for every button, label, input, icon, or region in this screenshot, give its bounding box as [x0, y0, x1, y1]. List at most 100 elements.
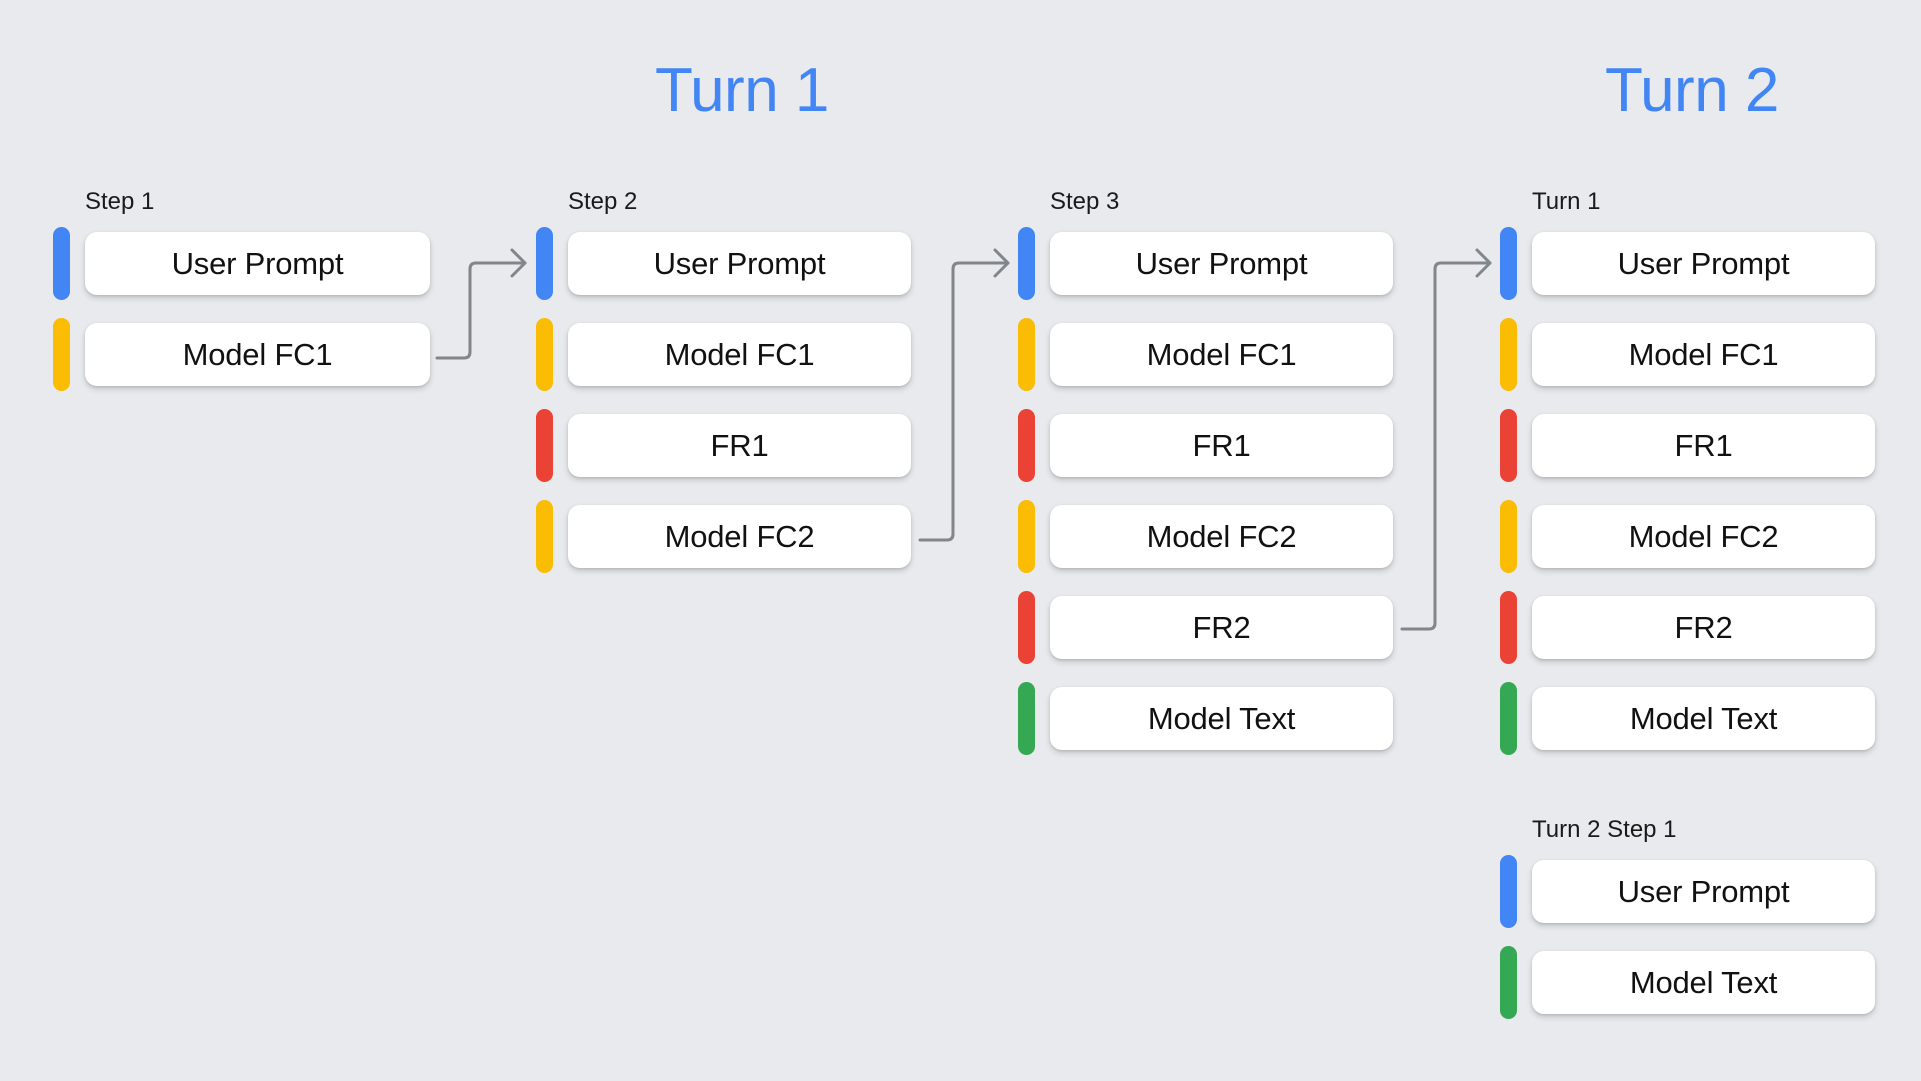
row-user-prompt: User Prompt — [53, 227, 430, 300]
card-model-fc[interactable]: Model FC1 — [1050, 323, 1393, 386]
card-label: FR2 — [1674, 610, 1733, 645]
row-model-fc: Model FC2 — [1018, 500, 1393, 573]
row-model-text: Model Text — [1500, 946, 1875, 1019]
card-label: Model Text — [1629, 701, 1778, 736]
status-bar-user-prompt — [1500, 855, 1517, 928]
card-function-response[interactable]: FR2 — [1532, 596, 1875, 659]
column-caption-step-1: Step 1 — [85, 188, 155, 215]
card-model-fc[interactable]: Model FC2 — [1050, 505, 1393, 568]
connector-step3-to-turn1 — [1400, 248, 1492, 631]
status-bar-function-response — [1018, 409, 1035, 482]
card-model-text[interactable]: Model Text — [1532, 951, 1875, 1014]
card-user-prompt[interactable]: User Prompt — [568, 232, 911, 295]
status-bar-model-fc — [536, 500, 553, 573]
card-label: Model FC1 — [1146, 337, 1297, 372]
row-function-response: FR2 — [1018, 591, 1393, 664]
card-label: User Prompt — [171, 246, 344, 281]
row-function-response: FR1 — [1018, 409, 1393, 482]
status-bar-model-fc — [1018, 318, 1035, 391]
row-function-response: FR2 — [1500, 591, 1875, 664]
card-label: User Prompt — [1135, 246, 1308, 281]
card-label: FR1 — [710, 428, 769, 463]
connector-step1-to-step2 — [435, 248, 527, 360]
status-bar-model-fc — [536, 318, 553, 391]
arrowhead-icon — [1475, 248, 1492, 278]
card-label: Model FC2 — [1628, 519, 1779, 554]
card-user-prompt[interactable]: User Prompt — [85, 232, 430, 295]
card-label: Model FC1 — [664, 337, 815, 372]
row-user-prompt: User Prompt — [1018, 227, 1393, 300]
status-bar-model-text — [1500, 946, 1517, 1019]
card-function-response[interactable]: FR1 — [568, 414, 911, 477]
card-label: Model FC2 — [1146, 519, 1297, 554]
row-model-text: Model Text — [1500, 682, 1875, 755]
card-model-text[interactable]: Model Text — [1050, 687, 1393, 750]
card-model-text[interactable]: Model Text — [1532, 687, 1875, 750]
status-bar-model-text — [1018, 682, 1035, 755]
card-label: User Prompt — [653, 246, 826, 281]
status-bar-function-response — [536, 409, 553, 482]
card-label: FR2 — [1192, 610, 1251, 645]
row-model-fc: Model FC2 — [1500, 500, 1875, 573]
card-function-response[interactable]: FR1 — [1532, 414, 1875, 477]
column-caption-turn-2-step-1: Turn 2 Step 1 — [1532, 816, 1677, 843]
arrowhead-icon — [510, 248, 527, 278]
card-label: Model Text — [1629, 965, 1778, 1000]
row-model-fc: Model FC1 — [536, 318, 911, 391]
column-caption-step-2: Step 2 — [568, 188, 638, 215]
row-model-fc: Model FC1 — [1018, 318, 1393, 391]
card-label: User Prompt — [1617, 874, 1790, 909]
card-label: Model Text — [1147, 701, 1296, 736]
connector-line — [1400, 261, 1492, 631]
row-user-prompt: User Prompt — [1500, 227, 1875, 300]
card-user-prompt[interactable]: User Prompt — [1050, 232, 1393, 295]
card-label: Model FC2 — [664, 519, 815, 554]
row-function-response: FR1 — [536, 409, 911, 482]
card-model-fc[interactable]: Model FC1 — [1532, 323, 1875, 386]
status-bar-model-fc — [1018, 500, 1035, 573]
column-caption-step-3: Step 3 — [1050, 188, 1120, 215]
row-model-fc: Model FC1 — [1500, 318, 1875, 391]
status-bar-model-text — [1500, 682, 1517, 755]
card-label: Model FC1 — [1628, 337, 1779, 372]
status-bar-model-fc — [53, 318, 70, 391]
card-user-prompt[interactable]: User Prompt — [1532, 860, 1875, 923]
status-bar-user-prompt — [1018, 227, 1035, 300]
status-bar-function-response — [1018, 591, 1035, 664]
card-label: FR1 — [1674, 428, 1733, 463]
card-function-response[interactable]: FR2 — [1050, 596, 1393, 659]
card-model-fc[interactable]: Model FC1 — [85, 323, 430, 386]
status-bar-function-response — [1500, 409, 1517, 482]
arrowhead-icon — [993, 248, 1010, 278]
connector-line — [435, 261, 527, 360]
row-user-prompt: User Prompt — [1500, 855, 1875, 928]
connector-line — [918, 261, 1010, 542]
connector-step2-to-step3 — [918, 248, 1010, 542]
card-label: Model FC1 — [182, 337, 333, 372]
row-user-prompt: User Prompt — [536, 227, 911, 300]
heading-turn-2: Turn 2 — [1605, 56, 1779, 125]
status-bar-model-fc — [1500, 318, 1517, 391]
status-bar-user-prompt — [1500, 227, 1517, 300]
row-model-text: Model Text — [1018, 682, 1393, 755]
row-model-fc: Model FC2 — [536, 500, 911, 573]
card-model-fc[interactable]: Model FC1 — [568, 323, 911, 386]
card-label: FR1 — [1192, 428, 1251, 463]
card-model-fc[interactable]: Model FC2 — [1532, 505, 1875, 568]
status-bar-user-prompt — [53, 227, 70, 300]
card-label: User Prompt — [1617, 246, 1790, 281]
card-model-fc[interactable]: Model FC2 — [568, 505, 911, 568]
status-bar-user-prompt — [536, 227, 553, 300]
card-function-response[interactable]: FR1 — [1050, 414, 1393, 477]
heading-turn-1: Turn 1 — [655, 56, 829, 125]
status-bar-model-fc — [1500, 500, 1517, 573]
status-bar-function-response — [1500, 591, 1517, 664]
column-caption-turn-1-summary: Turn 1 — [1532, 188, 1601, 215]
card-user-prompt[interactable]: User Prompt — [1532, 232, 1875, 295]
